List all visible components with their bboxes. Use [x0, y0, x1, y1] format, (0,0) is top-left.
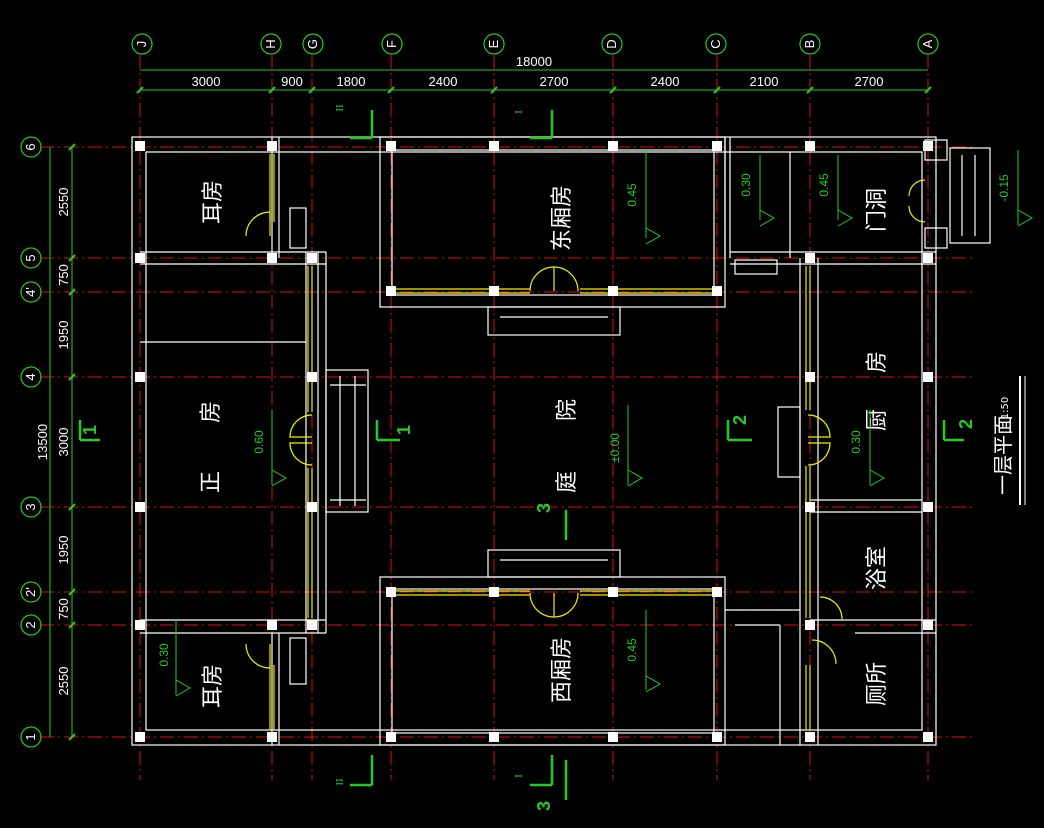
section-3-top: 3: [534, 503, 554, 513]
col-dim-1: 3000: [192, 74, 221, 89]
drawing-title: 一层平面: [991, 415, 1015, 495]
elev-top-right-a: 0.30: [739, 173, 753, 197]
axis-label-2prime: 2': [23, 587, 38, 597]
elev-dongxiang: 0.45: [625, 183, 639, 207]
section-roman-1-top: I: [513, 110, 525, 114]
col-dim-6: 2400: [651, 74, 680, 89]
room-cesuo: 厕所: [865, 662, 890, 706]
doors: [245, 179, 926, 669]
section-3-bottom: 3: [534, 801, 554, 811]
section-roman-2-top: II: [334, 104, 346, 112]
elev-zhengfang: 0.60: [252, 430, 266, 454]
row-axis-bubbles: [20, 136, 42, 748]
row-dim-2: 750: [56, 264, 71, 286]
axis-label-E: E: [486, 39, 501, 48]
axis-label-3: 3: [23, 503, 38, 510]
total-width-dim: 18000: [516, 54, 552, 69]
col-dim-4: 2400: [429, 74, 458, 89]
col-dim-7: 2100: [750, 74, 779, 89]
section-mark-lines: [78, 110, 964, 800]
dimension-lines: [49, 69, 928, 737]
room-yuan: 院: [555, 399, 580, 421]
drawing-scale: 1:50: [1000, 397, 1011, 419]
room-zhengfang-2: 房: [199, 401, 224, 423]
axis-label-4: 4: [23, 373, 38, 380]
col-dim-8: 2700: [855, 74, 884, 89]
windows: [269, 154, 811, 730]
room-xixiangfang: 西厢房: [550, 637, 575, 703]
room-yushi: 浴室: [865, 546, 890, 590]
room-erfang-bottom: 耳房: [201, 664, 226, 708]
room-mendong: 门洞: [865, 188, 890, 232]
elev-erfang-bottom: 0.30: [157, 643, 171, 667]
elev-top-right-b: 0.45: [817, 173, 831, 197]
axis-label-B: B: [802, 40, 817, 49]
column-axis-bubbles: [131, 33, 939, 55]
axis-label-H: H: [263, 39, 278, 48]
section-2-right: 2: [956, 419, 976, 429]
col-dim-3: 1800: [337, 74, 366, 89]
row-grid-lines: [40, 146, 975, 738]
elev-outside: -0.15: [997, 174, 1011, 202]
axis-label-5: 5: [23, 254, 38, 261]
room-erfang-top: 耳房: [201, 180, 226, 224]
room-dongxiangfang: 东厢房: [550, 185, 575, 251]
elev-kitchen: 0.30: [849, 430, 863, 454]
axis-label-D: D: [604, 39, 619, 48]
section-1-right: 1: [394, 425, 414, 435]
axis-label-C: C: [708, 39, 723, 48]
section-1-left: 1: [80, 425, 100, 435]
room-chufang-1: 厨: [865, 409, 890, 431]
axis-label-1: 1: [23, 733, 38, 740]
row-dim-6: 750: [56, 598, 71, 620]
axis-label-G: G: [305, 39, 320, 49]
total-height-dim: 13500: [35, 424, 50, 460]
axis-label-2: 2: [23, 621, 38, 628]
elev-xixiang: 0.45: [625, 638, 639, 662]
structural-columns: [135, 141, 933, 742]
row-dim-4: 3000: [56, 428, 71, 457]
col-dim-2: 900: [281, 74, 303, 89]
row-dim-3: 1950: [56, 321, 71, 350]
elev-courtyard: ±0.00: [608, 433, 622, 463]
elevation-triangles: [175, 150, 1034, 697]
axis-label-6: 6: [23, 143, 38, 150]
axis-label-J: J: [134, 41, 149, 48]
room-zhengfang-1: 正: [199, 471, 224, 493]
axis-label-4prime: 4': [23, 287, 38, 297]
row-dim-7: 2550: [56, 667, 71, 696]
section-roman-2-bottom: II: [334, 778, 346, 786]
section-2-left: 2: [730, 415, 750, 425]
room-ting: 庭: [555, 471, 580, 493]
row-dim-5: 1950: [56, 536, 71, 565]
col-dim-5: 2700: [540, 74, 569, 89]
room-chufang-2: 房: [865, 351, 890, 373]
dimension-ticks: [68, 86, 932, 741]
section-roman-1-bottom: I: [513, 774, 525, 778]
row-dim-1: 2550: [56, 188, 71, 217]
axis-label-F: F: [384, 40, 399, 48]
axis-label-A: A: [920, 39, 935, 48]
